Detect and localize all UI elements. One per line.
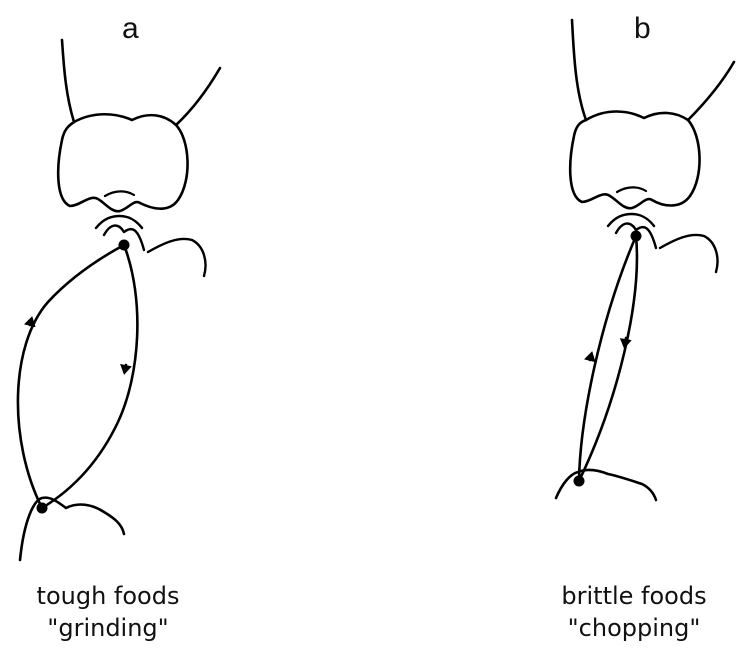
panel-b-groove <box>617 187 646 192</box>
panel-b-arrow-up <box>590 356 591 360</box>
panel-b-upper-dot <box>631 231 642 242</box>
panel-b-lower-tooth-bottom <box>556 470 656 500</box>
panel-b-upper-crown <box>570 112 699 209</box>
panel-b-caption-line1: brittle foods <box>524 580 744 612</box>
panel-a-caption-line2: "grinding" <box>0 612 218 644</box>
panel-b-label: b <box>634 14 651 44</box>
panel-b-lower-tooth-right <box>660 235 718 272</box>
panel-a-upper-crown <box>58 114 187 211</box>
panel-a-groove <box>105 191 134 196</box>
panel-a-lower-tooth-bottom <box>20 498 124 560</box>
panel-a-loop-left <box>18 245 124 508</box>
panel-b-caption-line2: "chopping" <box>524 612 744 644</box>
panel-b-lower-dot <box>574 476 585 487</box>
panel-a-arrow-up <box>30 321 31 325</box>
panel-a-caption-line1: tough foods <box>0 580 218 612</box>
panel-a-upper-dot <box>119 240 130 251</box>
panel-a-arrow-down <box>125 365 126 370</box>
panel-b-drawing <box>556 20 734 500</box>
panel-b-upper-root-right <box>688 62 734 120</box>
panel-a-lower-dot <box>37 503 48 514</box>
panel-b-caption: brittle foods "chopping" <box>524 580 744 644</box>
panel-a-upper-root-left <box>62 40 74 122</box>
panel-a-drawing <box>18 40 220 560</box>
panel-a-lower-tooth-right <box>148 239 206 276</box>
panel-a-caption: tough foods "grinding" <box>0 580 218 644</box>
panel-a-loop-right <box>42 245 137 508</box>
panel-b-upper-root-left <box>572 20 586 120</box>
panel-a-upper-root-right <box>176 68 220 125</box>
panel-b-loop-left <box>579 236 636 481</box>
panel-b-arrow-down <box>625 338 626 344</box>
panel-b-loop-right <box>579 236 637 481</box>
panel-a-label: a <box>122 14 139 44</box>
